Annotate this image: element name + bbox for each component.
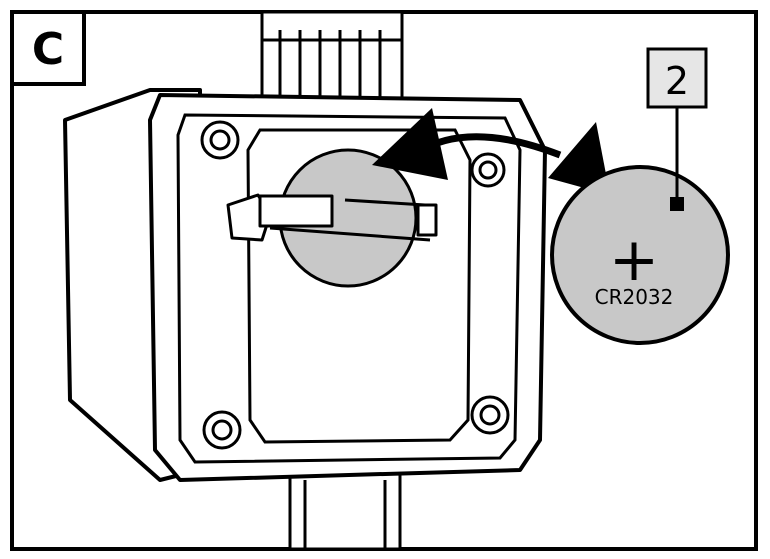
- screw-top-right: [470, 152, 506, 188]
- lower-pipe: [288, 470, 402, 551]
- battery-model-label: CR2032: [595, 285, 674, 309]
- callout-number: 2: [665, 59, 689, 103]
- battery-clip: [226, 193, 438, 242]
- arrow-left-head: [372, 108, 448, 180]
- panel-letter: C: [32, 24, 64, 75]
- panel-label: C: [10, 10, 86, 86]
- screw-bottom-left: [202, 410, 242, 450]
- screw-bottom-right: [470, 395, 510, 435]
- callout-marker: [670, 197, 684, 211]
- new-battery: + CR2032: [550, 165, 730, 345]
- callout-2: 2: [646, 47, 708, 211]
- battery-polarity: +: [609, 225, 659, 295]
- arrow-right-head: [548, 122, 610, 195]
- screw-top-left: [200, 120, 240, 160]
- swap-arrows: [372, 108, 610, 195]
